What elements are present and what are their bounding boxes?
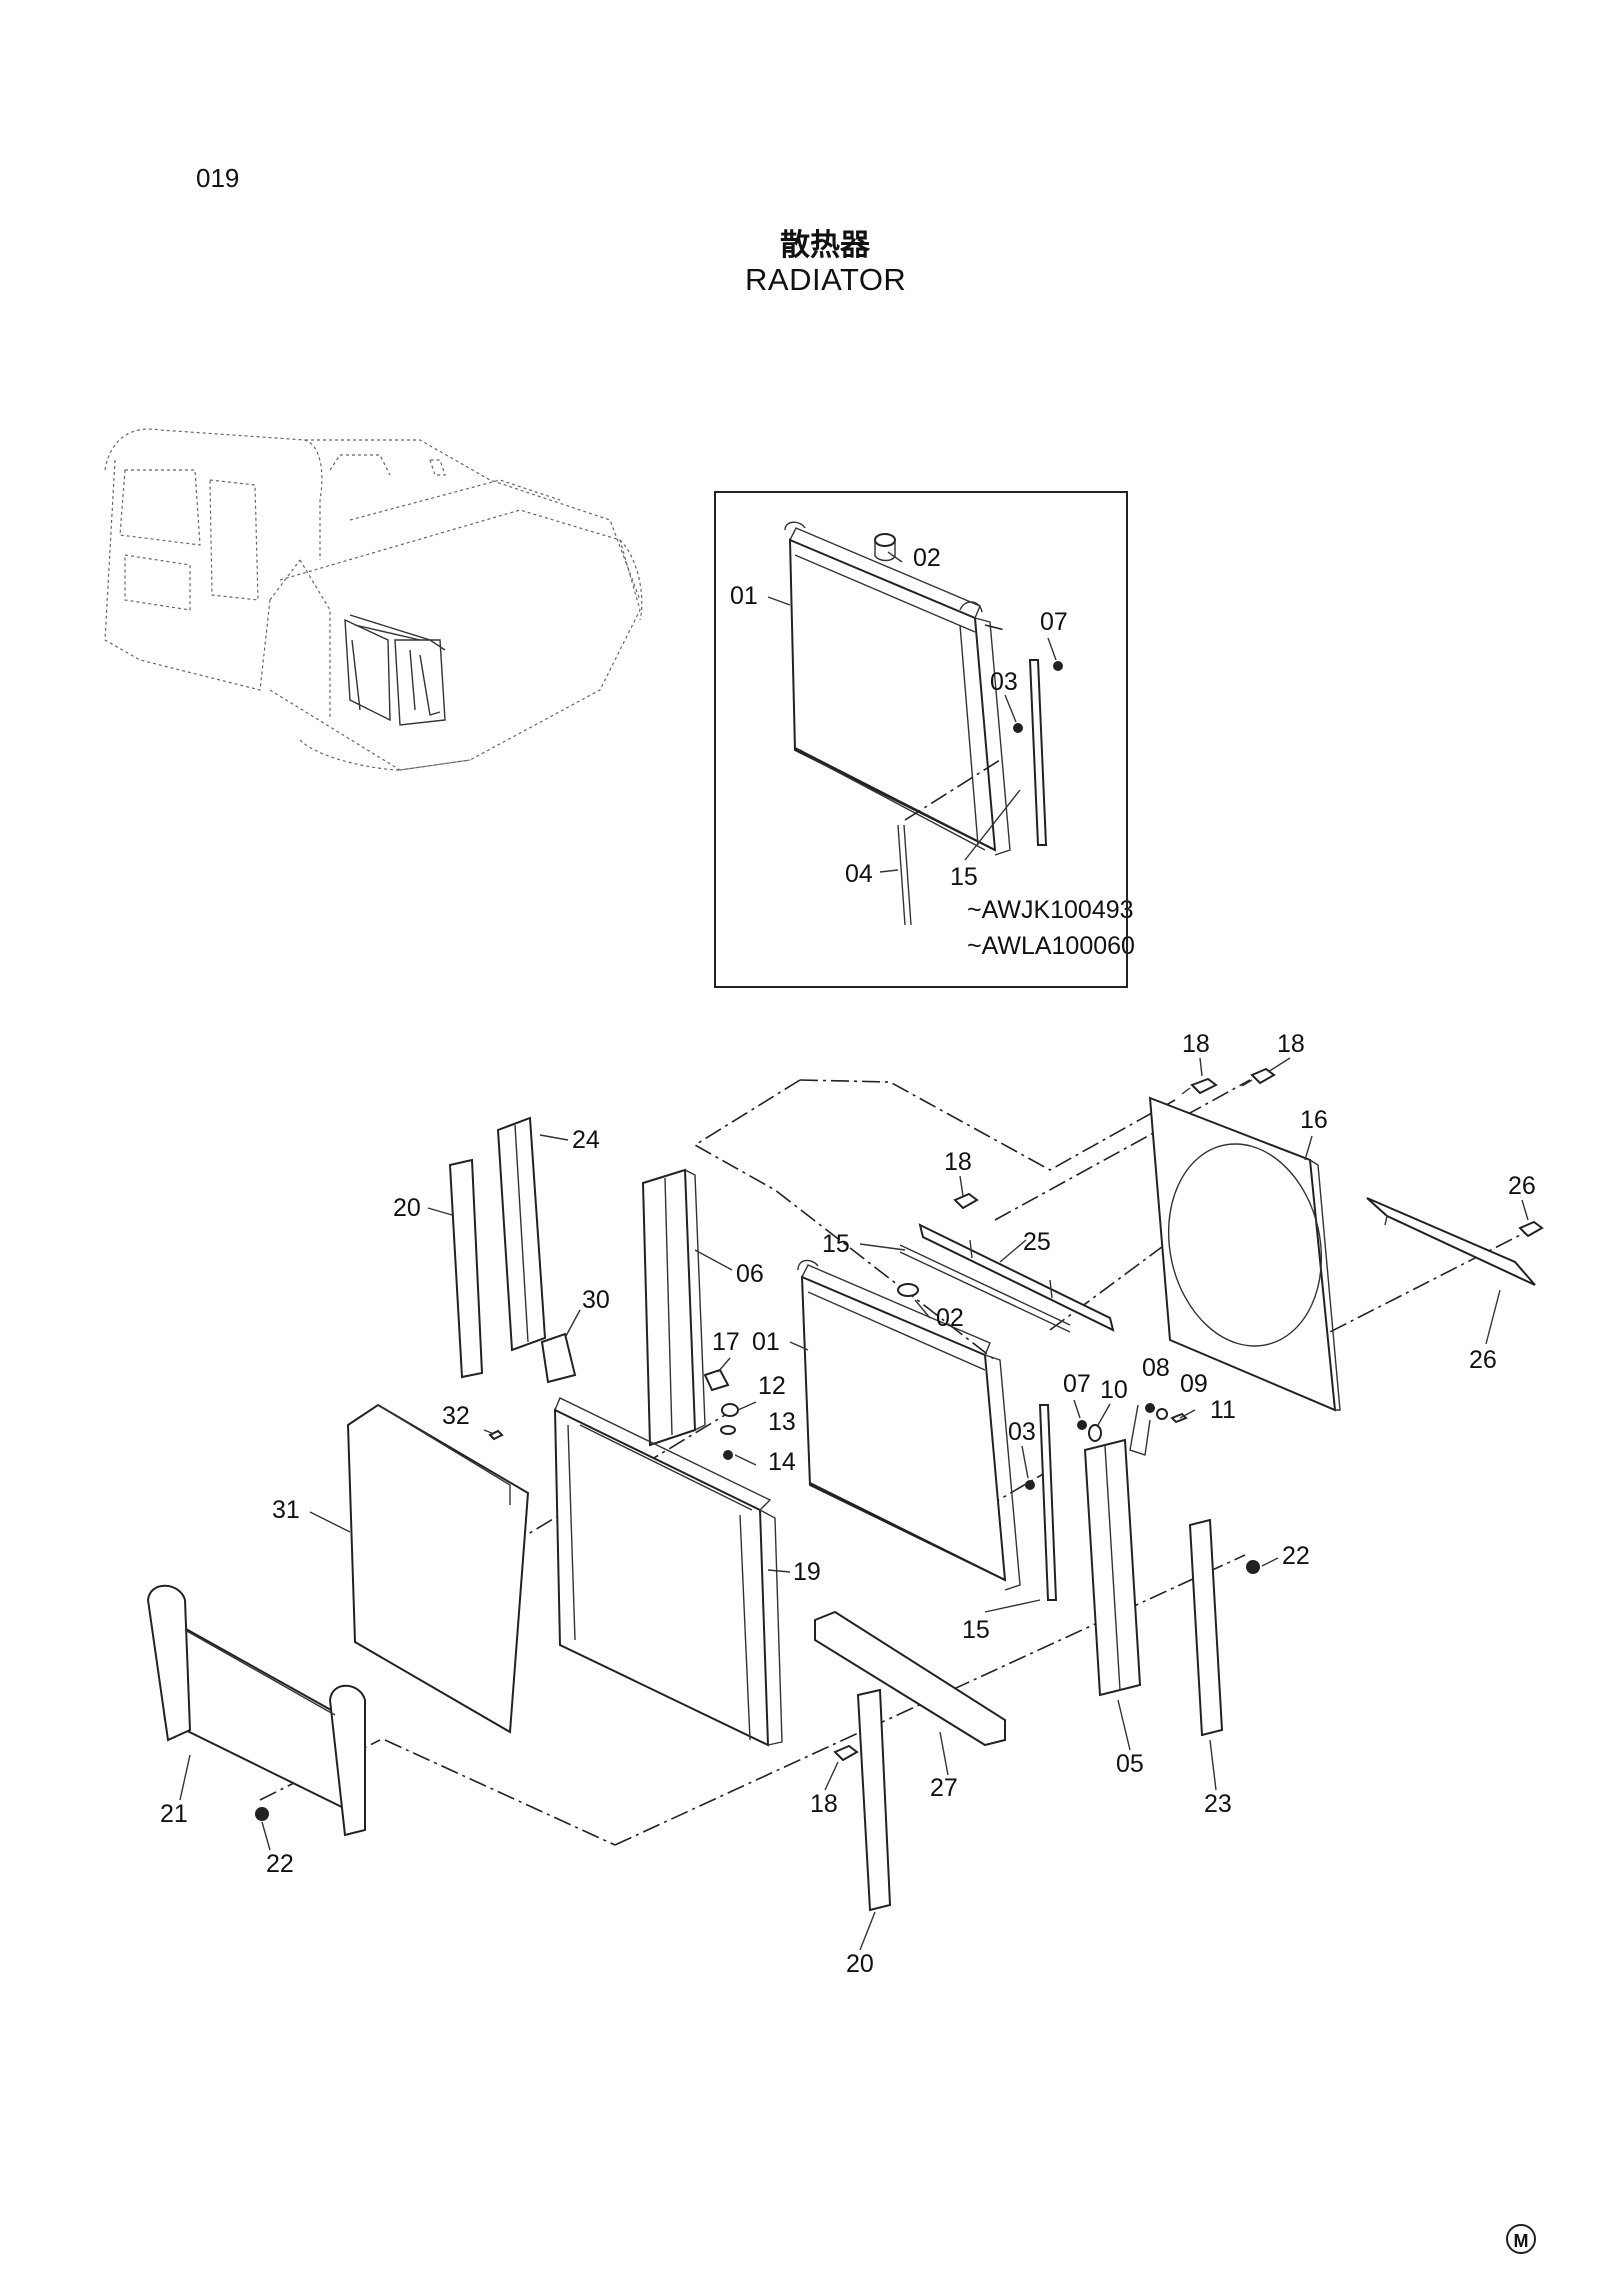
callout-label: 02 <box>936 1304 964 1332</box>
callout-label: 10 <box>1100 1376 1128 1404</box>
callout-label: 27 <box>930 1774 958 1802</box>
manual-stamp-icon: M <box>1506 2224 1536 2254</box>
callout-label: 03 <box>990 668 1018 696</box>
callout-label: 05 <box>1116 1750 1144 1778</box>
callout-label: 07 <box>1063 1370 1091 1398</box>
callout-label: 13 <box>768 1408 796 1436</box>
callout-label: 15 <box>822 1230 850 1258</box>
callout-label: 26 <box>1469 1346 1497 1374</box>
callout-label: 20 <box>846 1950 874 1978</box>
callout-label: 12 <box>758 1372 786 1400</box>
callout-label: 23 <box>1204 1790 1232 1818</box>
callout-label: 17 <box>712 1328 740 1356</box>
callout-label: 15 <box>962 1616 990 1644</box>
callout-label: 18 <box>810 1790 838 1818</box>
callout-label: 03 <box>1008 1418 1036 1446</box>
callout-label: 16 <box>1300 1106 1328 1134</box>
callout-label: 15 <box>950 863 978 891</box>
callout-label: 20 <box>393 1194 421 1222</box>
callout-label: 30 <box>582 1286 610 1314</box>
excavator-location-view <box>104 428 643 771</box>
callout-label: 24 <box>572 1126 600 1154</box>
oil-cooler-19 <box>553 1408 770 1747</box>
radiator-core-01 <box>800 1275 1007 1582</box>
callout-label: 01 <box>752 1328 780 1356</box>
callout-label: 21 <box>160 1800 188 1828</box>
callout-label: 18 <box>1182 1030 1210 1058</box>
callout-label: 01 <box>730 582 758 610</box>
callout-label: 02 <box>913 544 941 572</box>
callout-label: 22 <box>1282 1542 1310 1570</box>
diagram-title: RADIATOR <box>745 262 907 297</box>
callout-label: 08 <box>1142 1354 1170 1382</box>
callout-label: 18 <box>944 1148 972 1176</box>
inset-radiator-core <box>788 538 997 852</box>
inset-previous-version <box>714 491 1128 988</box>
callout-labels: 02 01 07 03 04 15 18 18 16 18 26 26 24 2… <box>160 544 1536 1978</box>
callout-label: 22 <box>266 1850 294 1878</box>
callout-label: 07 <box>1040 608 1068 636</box>
callout-label: 09 <box>1180 1370 1208 1398</box>
cover-plate-31 <box>346 1403 530 1734</box>
inset-serial-range-1: ~AWJK100493 <box>967 896 1134 924</box>
inset-serial-range-2: ~AWLA100060 <box>967 932 1135 960</box>
callout-label: 14 <box>768 1448 796 1476</box>
callout-label: 31 <box>272 1496 300 1524</box>
diagram-title-chinese: 散热器 <box>780 229 870 262</box>
callout-label: 26 <box>1508 1172 1536 1200</box>
callout-label: 19 <box>793 1558 821 1586</box>
page-number: 019 <box>196 163 240 193</box>
main-exploded-assembly <box>146 1067 1544 1912</box>
callout-label: 18 <box>1277 1030 1305 1058</box>
inset-frame <box>714 491 1128 988</box>
callout-label: 32 <box>442 1402 470 1430</box>
callout-label: 11 <box>1210 1396 1236 1424</box>
callout-label: 04 <box>845 860 873 888</box>
callout-label: 06 <box>736 1260 764 1288</box>
callout-label: 25 <box>1023 1228 1051 1256</box>
